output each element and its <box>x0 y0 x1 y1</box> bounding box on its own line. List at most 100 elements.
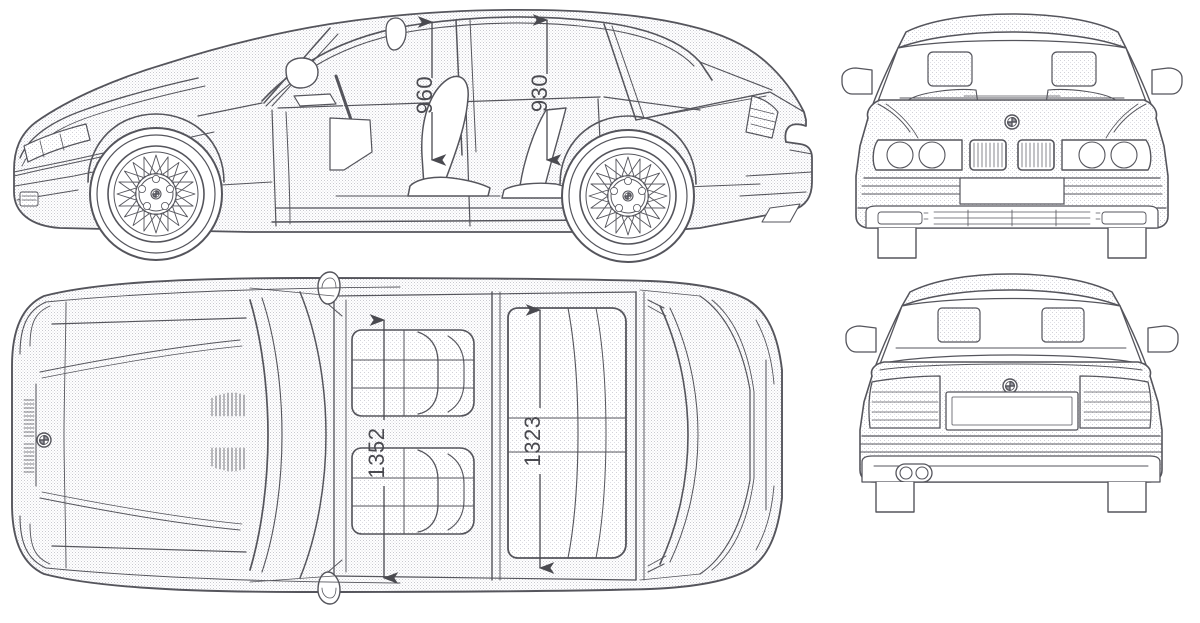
side-front-lug-bolts <box>137 174 174 210</box>
top-hood-crease-r <box>39 497 241 531</box>
side-headlight <box>23 123 91 163</box>
side-rear-wheel-cap-roundel <box>622 190 634 202</box>
front-grille-left <box>969 139 1007 171</box>
top-hood-edge-r <box>51 545 247 553</box>
front-grille-right <box>1017 139 1055 171</box>
side-bumper-top <box>13 151 109 173</box>
rear-mirror-left <box>845 325 877 353</box>
front-hood-roundel <box>1004 114 1020 130</box>
top-front-seat-right <box>351 447 475 535</box>
rear-valance <box>861 455 1161 483</box>
side-rear-glass-inner <box>645 95 767 119</box>
side-rear-rim-lip <box>585 153 671 239</box>
rear-headrest-right <box>1041 307 1085 343</box>
side-rear-tyre-inner <box>568 136 688 256</box>
dimension-front-shoulder-room: 1352 <box>364 314 399 584</box>
side-dashboard <box>293 93 337 107</box>
side-front-rim-lip <box>113 151 199 237</box>
top-mirror-left-glass <box>321 277 337 289</box>
side-taillight <box>745 95 779 139</box>
top-cowl-line-2 <box>261 297 283 573</box>
view-top-plan <box>11 271 783 605</box>
front-body <box>855 99 1169 229</box>
top-hood-roundel <box>36 432 52 448</box>
rear-window <box>879 297 1143 365</box>
side-fog-lamp <box>19 191 39 207</box>
top-rear-corner-r <box>755 485 775 551</box>
top-bumper-inner-r <box>29 523 51 565</box>
front-tyre-left <box>877 227 917 259</box>
side-rear-roof-edge <box>699 61 773 91</box>
top-rear-glass-corner-r <box>647 563 665 573</box>
front-headrest-right <box>1051 51 1097 87</box>
rear-exhaust-tips <box>895 463 933 483</box>
top-rear-bench <box>507 307 627 559</box>
front-vent-outer-left <box>877 211 923 225</box>
top-hood-crease-l2 <box>41 345 243 379</box>
side-rear-wheel-arch <box>559 115 697 185</box>
front-vent-center <box>933 209 1091 227</box>
top-hood-crease-r2 <box>41 491 243 525</box>
side-rear-bumper-low <box>739 191 807 197</box>
front-headlight-right <box>1061 139 1152 171</box>
dim-1352-label: 1352 <box>364 428 389 479</box>
top-hood-crease-l <box>39 339 241 373</box>
side-c-pillar-inner <box>611 25 645 119</box>
side-beltline-rear <box>603 96 701 111</box>
dim-960-label: 960 <box>412 76 437 114</box>
rear-tyre-left <box>875 481 915 513</box>
top-bumper-edge-l <box>19 301 47 355</box>
side-front-wheel-spokes <box>116 154 196 234</box>
side-rear-bumper-mid <box>745 171 813 177</box>
rear-taillight-left <box>868 375 941 429</box>
top-flank-r <box>45 567 401 584</box>
front-hood-r <box>1113 103 1147 133</box>
top-bumper-edge-r <box>19 515 47 569</box>
top-mirror-right-stalk <box>327 559 343 573</box>
front-mirror-left <box>841 67 873 95</box>
top-rear-corner-l <box>755 319 775 385</box>
top-hood-edge-l <box>51 317 247 325</box>
dim-930-label: 930 <box>527 74 552 112</box>
dimension-rear-headroom: 930 <box>527 14 562 166</box>
rear-headrest-left <box>937 307 981 343</box>
front-hood-l2 <box>885 103 919 139</box>
rear-license-plate <box>945 391 1079 431</box>
side-beltline-front <box>197 102 263 117</box>
side-fog-slats <box>21 195 37 201</box>
top-body-outline <box>11 277 783 593</box>
rear-trunk-seam <box>879 363 1143 371</box>
top-rear-glass-corner-l <box>647 299 665 309</box>
side-taillight-slats <box>749 107 776 131</box>
side-rear-lug-bolts <box>610 176 647 212</box>
side-c-pillar <box>603 23 637 121</box>
top-cowl-vents <box>211 392 245 472</box>
front-vent-outer-right <box>1101 211 1147 225</box>
side-headlight-div1 <box>39 140 45 158</box>
side-rear-bumper-top <box>789 149 813 155</box>
front-license-plate <box>959 177 1065 205</box>
front-kidney-grille <box>969 139 1055 171</box>
front-headlight-left <box>872 139 963 171</box>
view-front-elevation <box>841 13 1183 259</box>
side-front-wheel-arch <box>87 113 225 183</box>
top-front-seat-left <box>351 329 475 417</box>
side-door-front-edge <box>271 109 277 227</box>
rear-taillight-right <box>1079 375 1152 429</box>
top-grille-slats <box>23 399 35 473</box>
front-headrest-left <box>927 51 973 87</box>
side-rocker-bottom <box>271 219 609 223</box>
top-cowl-line <box>249 299 269 571</box>
rear-trunk-roundel <box>1002 378 1018 394</box>
rear-license-plate-inner <box>951 396 1073 426</box>
front-tyre-right <box>1107 227 1147 259</box>
front-vent-slats-small <box>923 212 1101 220</box>
side-front-seat-cushion <box>407 176 491 197</box>
top-rear-glass-edge <box>659 305 689 565</box>
side-front-headrest <box>385 17 407 51</box>
view-side-elevation <box>13 8 813 263</box>
top-trunk-edge-2 <box>711 299 755 571</box>
top-rear-glass-edge-2 <box>669 307 699 563</box>
front-mirror-right <box>1151 67 1183 95</box>
